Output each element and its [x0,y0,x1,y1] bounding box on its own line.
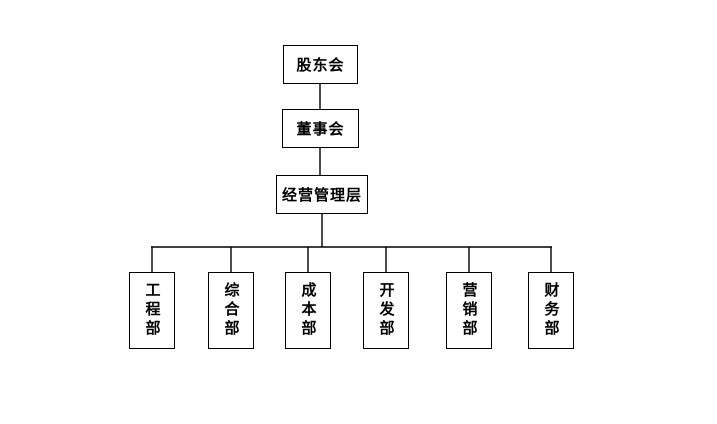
dept-label: 营销部 [460,282,479,339]
node-shareholders-label: 股东会 [296,56,345,74]
node-management: 经营管理层 [276,175,368,214]
node-board-label: 董事会 [296,120,345,138]
node-shareholders: 股东会 [283,45,358,84]
dept-label: 综合部 [222,282,241,339]
node-board: 董事会 [282,109,359,148]
node-dept-cost: 成本部 [285,272,331,349]
node-dept-development: 开发部 [363,272,409,349]
node-dept-marketing: 营销部 [446,272,492,349]
dept-label: 开发部 [377,282,396,339]
node-dept-engineering: 工程部 [129,272,175,349]
dept-label: 工程部 [143,282,162,339]
node-dept-general: 综合部 [208,272,254,349]
dept-label: 成本部 [299,282,318,339]
dept-label: 财务部 [542,282,561,339]
node-management-label: 经营管理层 [281,186,362,204]
node-dept-finance: 财务部 [528,272,574,349]
